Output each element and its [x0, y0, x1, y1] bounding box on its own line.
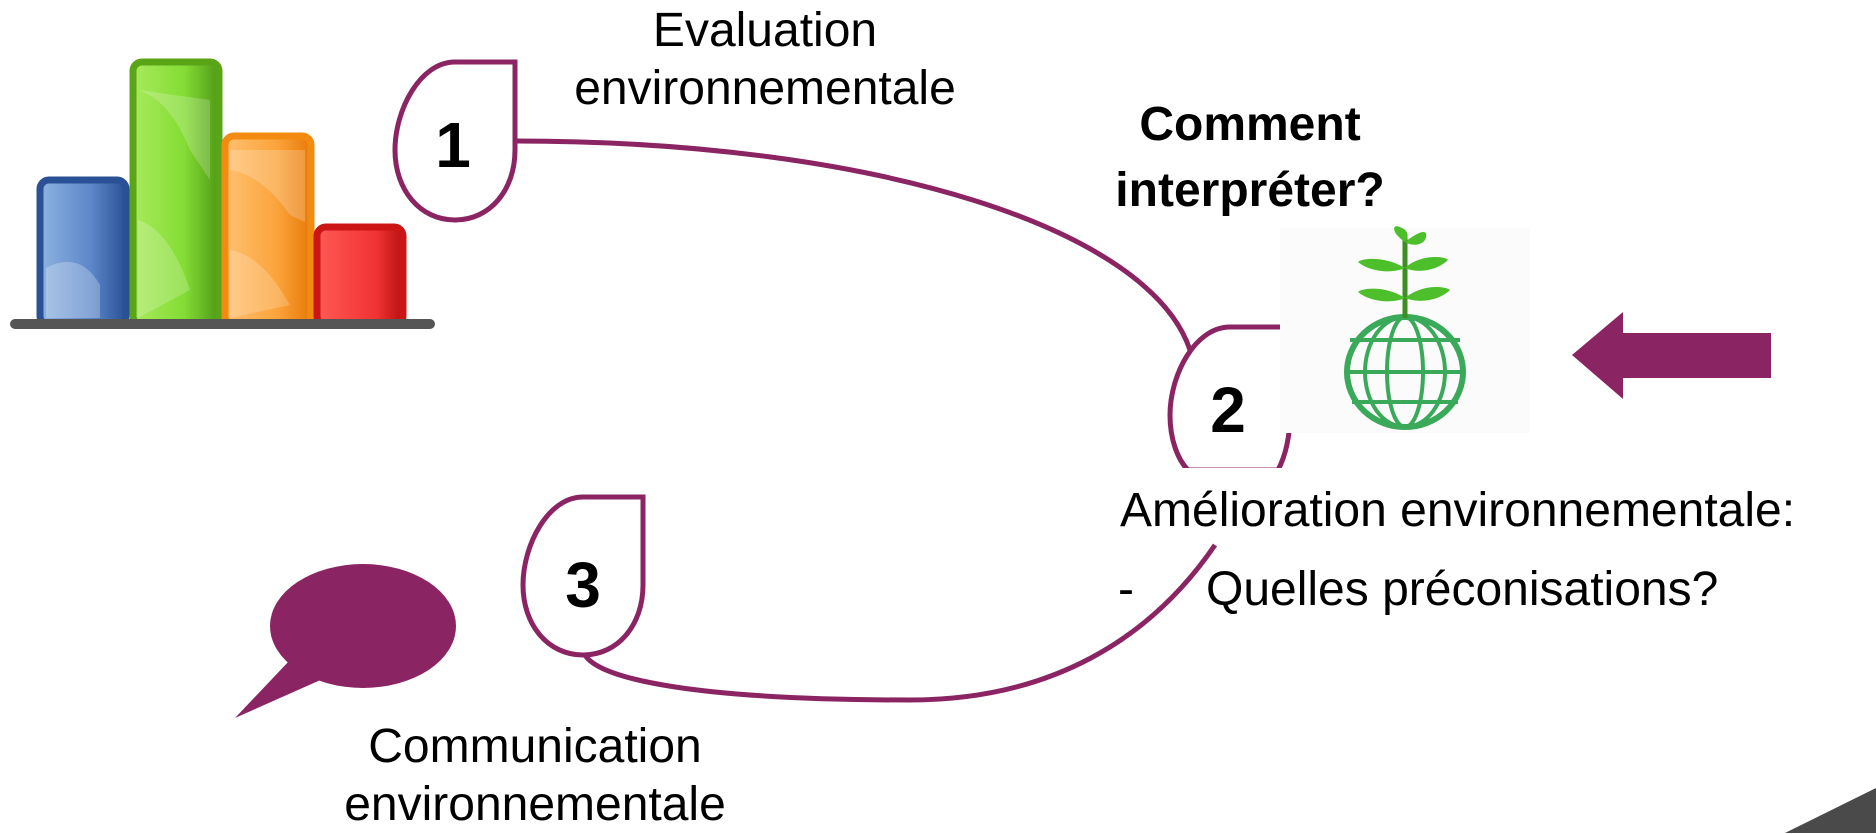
step-3-label: Communication environnementale [305, 718, 765, 834]
question-label: Comment interpréter? [1080, 92, 1420, 224]
step-marker-3 [520, 494, 646, 658]
step-3-label-line-2: environnementale [344, 778, 726, 831]
step-1-label: Evaluation environnementale [540, 2, 990, 118]
speech-bubble-icon [235, 564, 456, 718]
globe-plant-icon [1280, 226, 1530, 433]
corner-decoration [1785, 788, 1876, 833]
step-1-label-line-2: environnementale [574, 62, 956, 115]
step-2-label: Amélioration environnementale: [1120, 484, 1796, 537]
left-arrow-icon [1572, 312, 1771, 399]
bar-chart-icon [10, 58, 435, 329]
step-marker-1 [392, 59, 518, 223]
step-number-3: 3 [565, 549, 601, 621]
step-number-2: 2 [1210, 374, 1246, 446]
step-2-bullet-text: Quelles préconisations? [1206, 563, 1719, 616]
cycle-curve-1-2 [514, 138, 1193, 351]
step-2-bullet-dash: - [1118, 563, 1134, 616]
step-3-label-line-1: Communication [368, 720, 702, 773]
question-line-2: interpréter? [1115, 164, 1385, 217]
question-line-1: Comment [1139, 98, 1361, 151]
step-1-label-line-1: Evaluation [652, 4, 878, 57]
cycle-curve-2-3 [582, 543, 1218, 703]
step-marker-2 [1167, 324, 1293, 473]
step-number-1: 1 [435, 109, 471, 181]
